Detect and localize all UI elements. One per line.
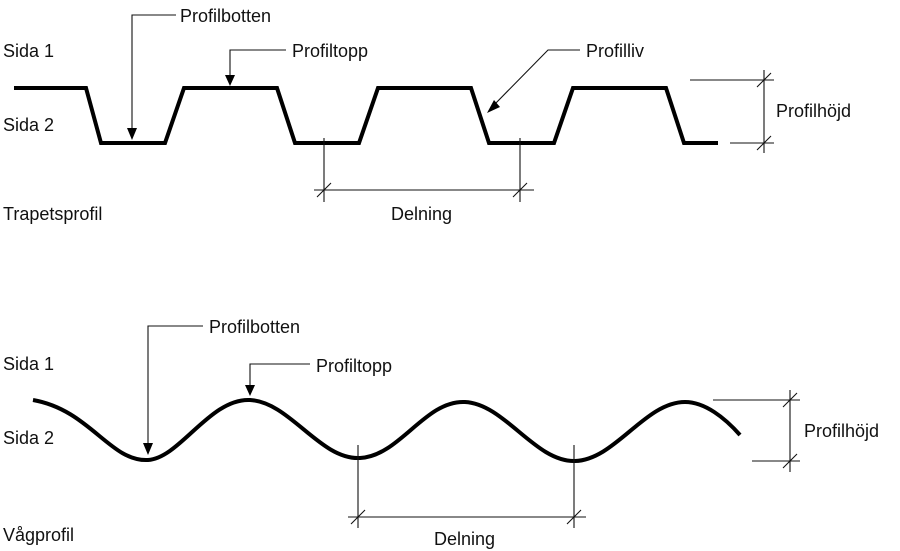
trapets-profilhojd-label: Profilhöjd <box>776 101 851 121</box>
vag-profilbotten-arrow-icon <box>143 443 153 455</box>
trapets-profiltopp-arrow-icon <box>225 75 235 86</box>
trapezoid-profile-line <box>14 86 718 145</box>
wave-profile-line <box>32 397 742 464</box>
vag-delning-dimension: Delning <box>348 445 586 549</box>
trapets-profilbotten-callout: Profilbotten <box>127 6 271 140</box>
trapets-profilliv-label: Profilliv <box>586 41 644 61</box>
trapets-profilbotten-label: Profilbotten <box>180 6 271 26</box>
vag-side1-label: Sida 1 <box>3 354 54 374</box>
trapets-profilliv-callout: Profilliv <box>487 41 644 113</box>
vag-profiltopp-arrow-icon <box>245 385 255 396</box>
trapets-profilbotten-leader <box>131 14 176 133</box>
vag-profilbotten-leader <box>147 325 203 447</box>
trapets-side2-label: Sida 2 <box>3 115 54 135</box>
trapets-profilliv-arrow-icon <box>487 100 500 113</box>
vag-profilhojd-label: Profilhöjd <box>804 421 879 441</box>
trapezoid-profile-section: Sida 1 Sida 2 Trapetsprofil Profilbotten… <box>3 6 851 224</box>
vag-profiltopp-label: Profiltopp <box>316 356 392 376</box>
vag-profiltopp-leader <box>249 363 310 388</box>
trapets-title: Trapetsprofil <box>3 204 102 224</box>
trapets-side1-label: Sida 1 <box>3 41 54 61</box>
trapets-delning-dimension: Delning <box>314 138 534 224</box>
vag-side2-label: Sida 2 <box>3 428 54 448</box>
vag-title: Vågprofil <box>3 525 74 545</box>
vag-profilbotten-label: Profilbotten <box>209 317 300 337</box>
wave-profile-section: Sida 1 Sida 2 Vågprofil Profilbotten Pro… <box>3 317 879 549</box>
trapets-profiltopp-leader <box>229 49 286 79</box>
vag-delning-label: Delning <box>434 529 495 549</box>
trapets-profiltopp-callout: Profiltopp <box>225 41 368 86</box>
vag-profilhojd-dimension: Profilhöjd <box>713 390 879 472</box>
trapets-profilbotten-arrow-icon <box>127 128 137 140</box>
trapets-profilliv-leader <box>492 49 580 107</box>
vag-profilbotten-callout: Profilbotten <box>143 317 300 455</box>
trapets-profiltopp-label: Profiltopp <box>292 41 368 61</box>
vag-profiltopp-callout: Profiltopp <box>245 356 392 396</box>
trapets-profilhojd-dimension: Profilhöjd <box>690 70 851 153</box>
trapets-delning-label: Delning <box>391 204 452 224</box>
